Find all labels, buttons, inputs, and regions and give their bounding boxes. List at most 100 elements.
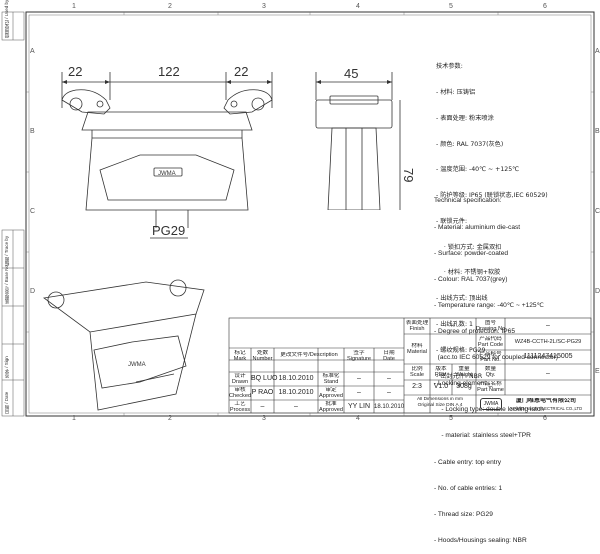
tb-role-process: 工艺 Process <box>229 401 251 413</box>
spec-cn-line: · 材料: 不锈钢+软胶 <box>436 269 501 277</box>
tb-role-checked: 审核 Checked <box>229 387 251 399</box>
tb-approved-name-1: – <box>357 389 361 396</box>
tb-part-name-label: 产品名称 Part Name <box>477 381 504 393</box>
tb-rev-value: V1.0 <box>433 383 449 390</box>
tb-stand-label: 标准化 Stand <box>322 373 340 385</box>
tb-part-no-value: 1111247415005 <box>523 353 573 360</box>
tb-qty-label: 数量 Qty. <box>484 366 497 378</box>
spec-en-line: (acc.to IEC 60529 for coupled connector) <box>434 354 558 362</box>
tb-header-description: 更改文件号/Description <box>280 352 338 358</box>
spec-cn-line: - 密封元件: NBR <box>436 372 483 380</box>
tb-scale-label: 比例 Scale <box>410 366 424 378</box>
tb-weight-label: 重量 Weight <box>455 366 473 378</box>
isometric-view: JWMA <box>42 279 205 411</box>
iso-logo-text: JWMA <box>128 362 146 368</box>
tb-checked-name: P RAO <box>251 389 274 396</box>
tb-drawing-no-label: 图号 Drawing No. <box>476 320 505 332</box>
zone-row-a-left: A <box>30 48 35 55</box>
tb-stand-name: – <box>357 375 361 382</box>
tb-header-mark: 标记 Mark <box>233 350 247 362</box>
zone-row-a: A <box>595 48 600 55</box>
spec-en-line: Technical specification: <box>434 197 502 205</box>
spec-cn-line: - 联锁元件: <box>436 217 468 225</box>
tb-part-name-value: – <box>546 370 550 377</box>
zone-col-4: 4 <box>356 3 360 10</box>
tb-process-date: – <box>294 403 298 410</box>
dim-thread: PG29 <box>152 223 185 238</box>
spec-en-line: - Temperature range: -40℃ ~ +125℃ <box>434 301 544 309</box>
company-name-cn: 厦门唯恩电气有限公司 <box>515 398 576 404</box>
tb-checked-date: 18.10.2010 <box>278 389 314 396</box>
tb-role-drawn: 设计 Drawn <box>231 373 249 385</box>
tb-header-number: 处数 Number <box>252 350 273 362</box>
spec-cn-line: - 出线孔数: 1 <box>436 321 473 328</box>
zone-row-c-left: C <box>30 208 36 215</box>
front-view: 22 122 22 PG29 JWMA <box>61 64 273 239</box>
zone-col-3: 3 <box>262 3 266 10</box>
spec-en-line: - Locking element: <box>434 380 488 388</box>
zone-col-5-bottom: 5 <box>449 415 453 422</box>
spec-cn-line: - 防护等级: IP65 (联锁状态,IEC 60529) <box>436 192 548 200</box>
tb-material-label: 材料 Material <box>407 343 427 355</box>
spec-en-line: - Degree of protection: IP65 <box>434 327 516 335</box>
tb-process-name: – <box>260 403 265 410</box>
tb-scale-value: 2:3 <box>412 383 422 390</box>
spec-cn-line: - 表面处理: 粉末喷涂 <box>436 114 494 122</box>
zone-col-2: 2 <box>168 3 172 10</box>
spec-cn-line: · 锁扣方式: 金属双扣 <box>436 243 502 251</box>
tb-part-code-label: 产品代码 Part Code <box>477 336 504 348</box>
title-block-grid <box>228 317 592 414</box>
tb-finish-value: – <box>451 322 455 329</box>
tb-rev-label: 版本 REV. <box>434 366 448 378</box>
spec-en-line: - Thread size: PG29 <box>434 510 493 518</box>
tb-approved-date-1: – <box>387 389 391 396</box>
tb-finish-label: 表面处理 Finish <box>405 320 429 332</box>
tb-weight-value: 308g <box>456 383 472 390</box>
tb-approved-label-1: 审定 Approved <box>319 387 343 399</box>
tb-part-no-label: 产品料号 Part No. <box>479 351 502 363</box>
zone-col-6: 6 <box>543 3 547 10</box>
tb-stand-date: – <box>387 375 391 382</box>
spec-en-line: - material: stainless steel+TPR <box>434 432 531 440</box>
spec-en-line: - Surface: powder-coated <box>434 249 509 257</box>
zone-row-d: D <box>595 288 600 295</box>
spec-en-line: - No. of cable entries: 1 <box>434 484 503 492</box>
tb-drawn-date: 18.10.2010 <box>278 375 314 382</box>
tb-drawing-no-value: – <box>546 322 550 329</box>
hood-logo-text: JWMA <box>158 171 176 177</box>
dim-left-margin: 22 <box>68 64 82 79</box>
zone-col-6-bottom: 6 <box>543 415 547 422</box>
tb-approved-label-2: 批准 Approved <box>319 401 343 413</box>
spec-en-line: - Colour: RAL 7037(grey) <box>434 275 508 283</box>
tb-drawn-name: BQ LUO <box>251 375 278 382</box>
zone-col-2-bottom: 2 <box>168 415 172 422</box>
zone-col-4-bottom: 4 <box>356 415 360 422</box>
spec-en-line: - Material: aluminium die-cast <box>434 223 521 231</box>
tb-header-date: 日期 Date <box>383 350 395 362</box>
tb-qty-value: – <box>488 383 493 390</box>
company-name-en: XIAMEN WAIN ELECTRICAL CO.,LTD <box>509 406 583 411</box>
zone-col-1: 1 <box>72 3 76 10</box>
zone-row-d-left: D <box>30 288 36 295</box>
tb-header-signature: 签字 Signature <box>347 350 371 362</box>
spec-cn-line: 技术参数: <box>436 63 463 71</box>
zone-row-b-left: B <box>30 128 35 135</box>
tb-material-value: – <box>451 345 455 352</box>
spec-en-line: - Hoods/Housings sealing: NBR <box>434 536 527 544</box>
tb-part-code-value: WZ4B-CCTH-2L/SC-PG29 <box>514 339 582 345</box>
side-view: 45 79 <box>315 66 416 210</box>
zone-row-e: E <box>595 368 600 375</box>
zone-row-b: B <box>595 128 600 135</box>
tb-approved-name-2: YY LIN <box>347 403 371 410</box>
zone-col-1-bottom: 1 <box>72 415 76 422</box>
spec-cn-line: - 材料: 压铸铝 <box>436 88 476 96</box>
zone-col-5: 5 <box>449 3 453 10</box>
spec-cn-line: - 出线方式: 顶出线 <box>436 295 488 303</box>
spec-en-line: - Cable entry: top entry <box>434 458 502 466</box>
dim-width: 122 <box>158 64 180 79</box>
tb-tolerance-note: All Dimensions in mm Original Size DIN A… <box>416 397 464 408</box>
spec-cn-line: - 颜色: RAL 7037(灰色) <box>436 140 504 148</box>
tb-approved-date-2: 18.10.2010 <box>374 404 405 410</box>
dim-depth: 45 <box>344 66 358 81</box>
dim-height: 79 <box>401 168 416 182</box>
